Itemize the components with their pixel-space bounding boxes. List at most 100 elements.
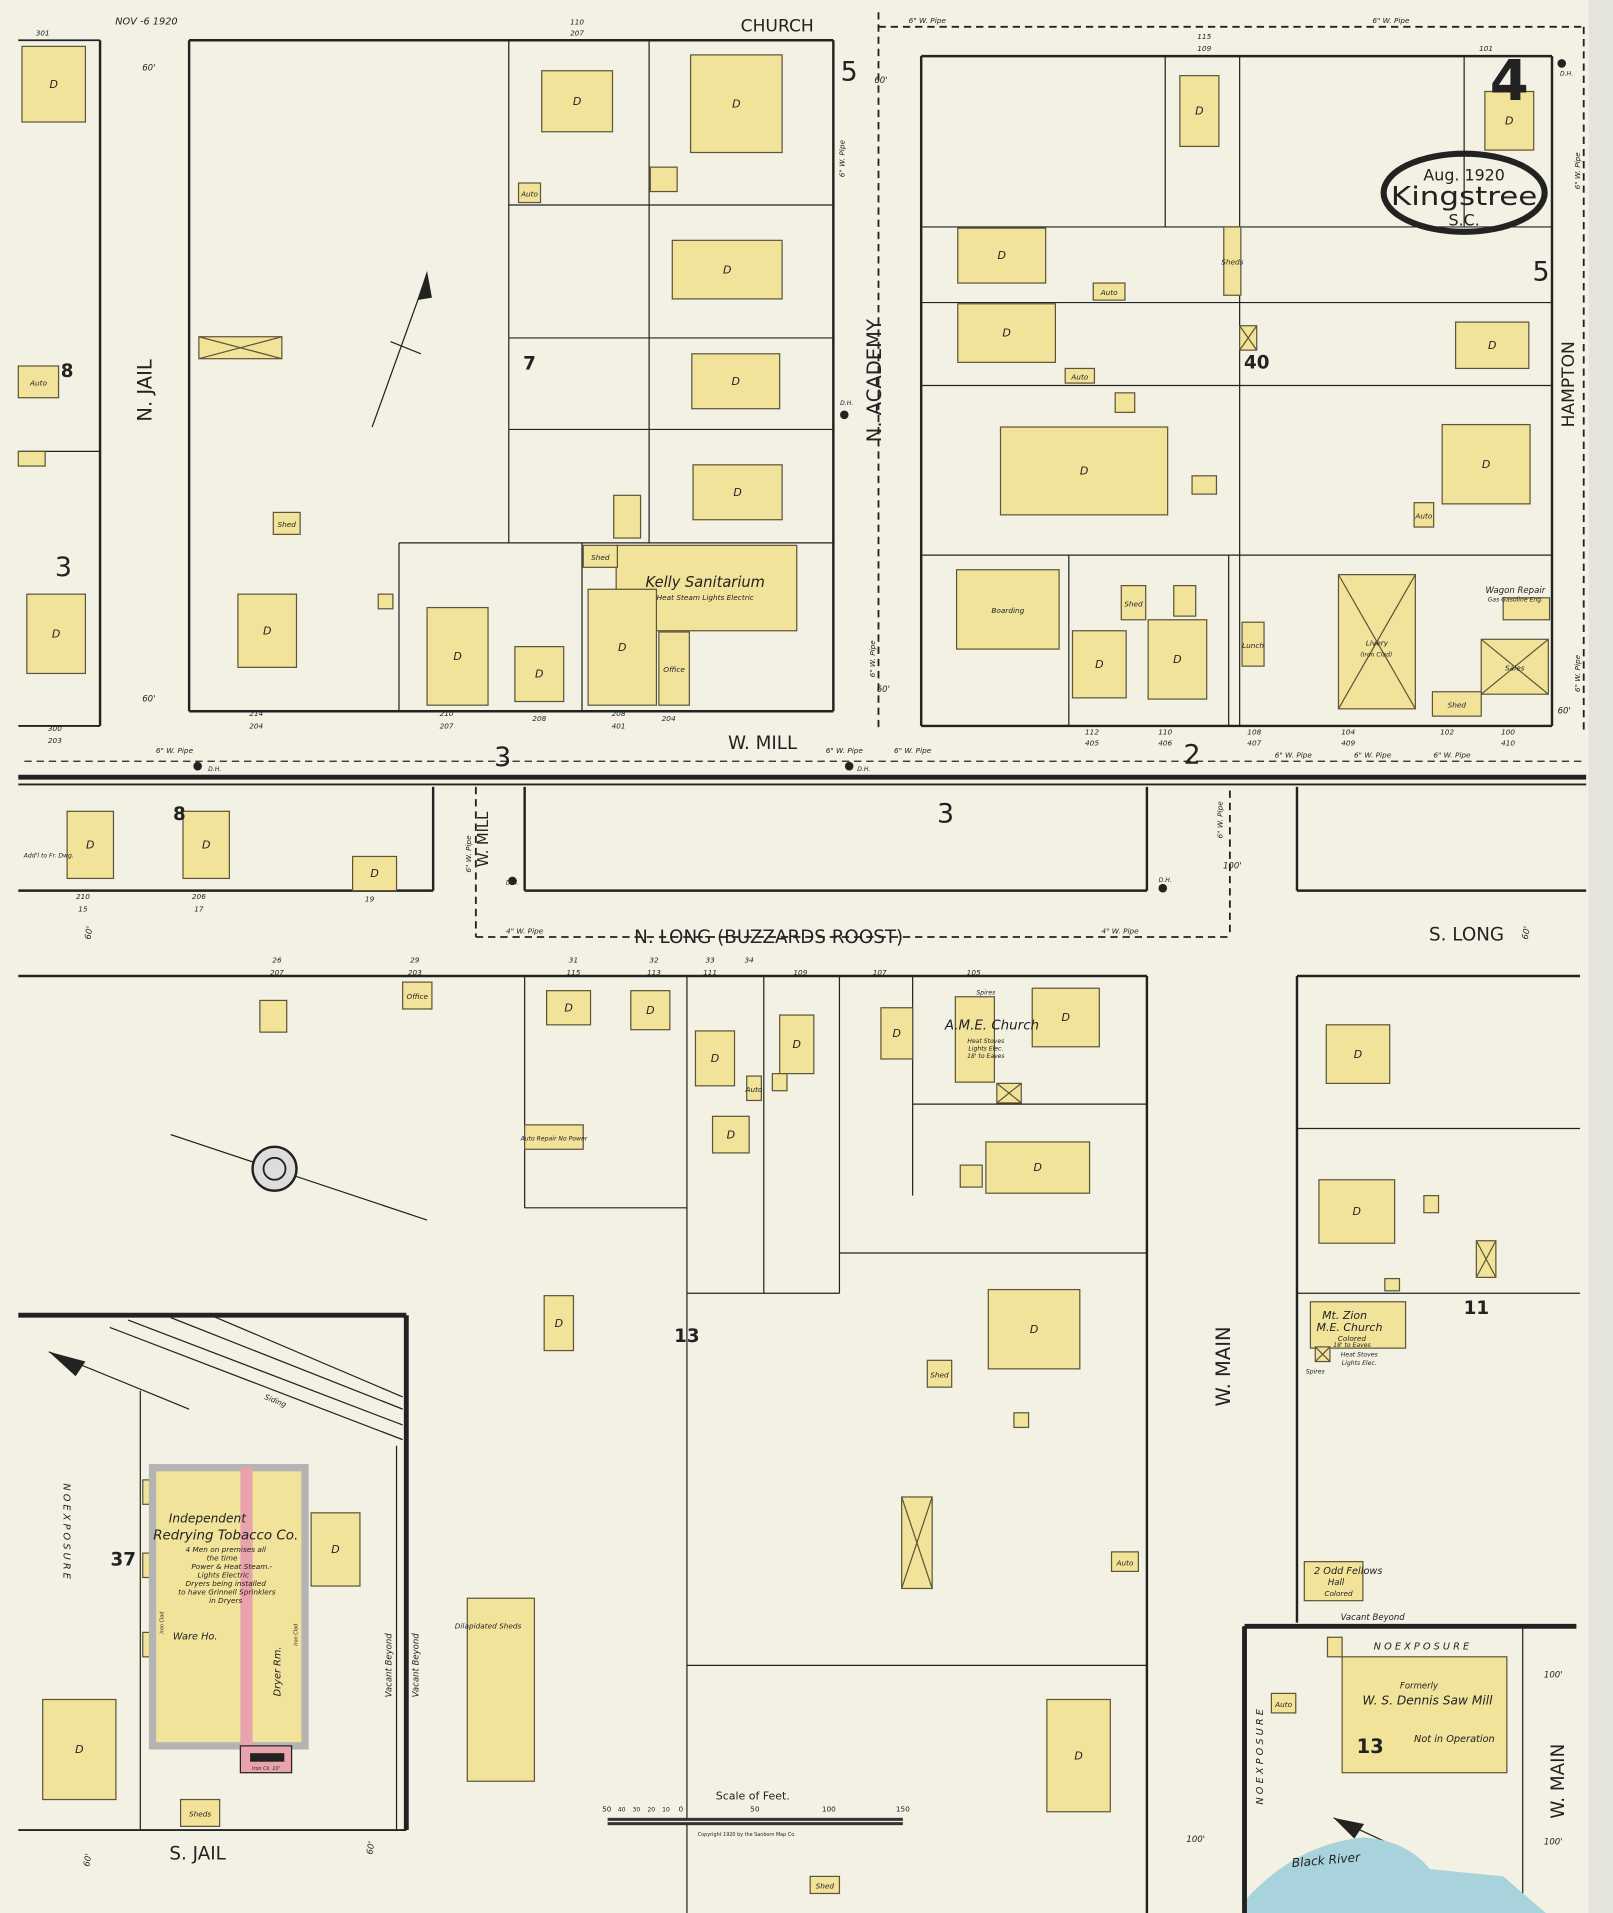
label-addresses-6: 204 — [249, 721, 263, 730]
label-notes-wagon-detail: Gas Gasoline Eng. — [1488, 596, 1543, 603]
label-hydrant: D.H. — [1159, 877, 1172, 884]
building-label: Auto — [745, 1085, 764, 1094]
building-outbuilding — [1309, 1301, 1407, 1349]
compass-rose-icon — [251, 1145, 298, 1192]
building-label: D — [49, 78, 57, 91]
label-streets-hampton: HAMPTON — [1559, 341, 1579, 427]
building-auto — [1092, 282, 1126, 301]
label-notes-tobacco-lines-1: the time — [207, 1553, 238, 1562]
label-block-numbers-11: 11 — [1464, 1298, 1489, 1319]
north-arrow-icon — [48, 1351, 86, 1377]
building-outbuilding — [1013, 1412, 1030, 1429]
building-lunch — [1241, 621, 1265, 667]
label-notes-vacant-beyond: Vacant Beyond — [1341, 1613, 1406, 1623]
building-dwelling — [957, 227, 1047, 284]
label-addresses-8: 207 — [440, 721, 454, 730]
sheet-number: 4 — [1490, 49, 1529, 114]
label-addresses-15: 110 — [1158, 727, 1172, 736]
building-label: Sheds — [189, 1810, 211, 1819]
label-notes-tobacco-lines-4: Dryers being installed — [186, 1579, 267, 1588]
label-addresses-40: 109 — [793, 968, 807, 977]
lot-line — [170, 1317, 403, 1410]
building-label: D — [1074, 1749, 1082, 1762]
label-pipes-six: 6" W. Pipe — [1573, 152, 1582, 190]
street-and-lot-lines — [18, 12, 1587, 1913]
label-notes-mt-zion-detail-0: Heat Stoves — [1341, 1351, 1379, 1359]
building-label: D — [1488, 339, 1496, 352]
scale-tick-label: 50 — [750, 1805, 760, 1814]
building-label: Auto — [1070, 372, 1089, 381]
hatch-mark — [1475, 1240, 1497, 1278]
label-block-numbers-0: 5 — [841, 57, 858, 88]
label-pipes-six: 6" W. Pipe — [1433, 751, 1471, 760]
label-addresses-27: 17 — [194, 904, 204, 913]
hatch-mark — [1480, 638, 1549, 695]
label-streets-w-main: W. MAIN — [1212, 1326, 1235, 1406]
building-auto — [17, 365, 60, 399]
building-auto — [1110, 1551, 1139, 1573]
label-addresses-7: 210 — [440, 709, 454, 718]
building-auto — [746, 1075, 762, 1102]
building-dwelling — [541, 70, 614, 133]
building-label: Office — [663, 665, 685, 674]
label-dimensions-sixty: 60' — [142, 64, 155, 74]
label-addresses-35: 32 — [649, 956, 659, 965]
label-hydrant: D.H. — [840, 400, 853, 407]
building-label: D — [573, 95, 581, 108]
label-block-numbers-1: 5 — [1532, 257, 1549, 288]
building-auto — [1270, 1692, 1297, 1714]
building-label: Shed — [1124, 599, 1143, 608]
label-addresses-17: 108 — [1247, 727, 1261, 736]
label-notes-tobacco-ware: Ware Ho. — [173, 1632, 218, 1643]
label-notes-tobacco-iron-ck: Iron Ck. 10' — [252, 1766, 280, 1772]
label-notes-odd-fellows-0: 2 Odd Fellows — [1314, 1566, 1383, 1577]
label-notes-tobacco-lines-5: to have Grinnell Sprinklers — [178, 1588, 276, 1597]
building-outbuilding — [377, 593, 394, 610]
label-notes-vacant-beyond: Vacant Beyond — [412, 1633, 422, 1698]
label-block-numbers-5: 40 — [1244, 352, 1269, 373]
label-notes-no-exposure: N O E X P O S U R E — [1374, 1641, 1470, 1652]
building-auto_repair — [524, 1124, 584, 1150]
label-notes-ame-name: A.M.E. Church — [944, 1019, 1039, 1034]
label-notes-tobacco-lines-3: Lights Electric — [198, 1570, 249, 1579]
building-dwelling — [237, 593, 298, 668]
building-dwelling — [42, 1698, 117, 1801]
label-pipes-six: 6" W. Pipe — [909, 16, 947, 25]
black-river — [1246, 1837, 1546, 1913]
building-auto — [1064, 367, 1096, 384]
building-outbuilding — [1384, 1277, 1401, 1292]
boiler-icon — [250, 1753, 285, 1762]
hatch-mark — [996, 1082, 1022, 1104]
building-dwelling — [310, 1512, 361, 1587]
label-block-numbers-10: 13 — [674, 1326, 699, 1347]
building-shed — [809, 1875, 841, 1895]
building-dwelling — [694, 1030, 736, 1087]
label-pipes-six: 6" W. Pipe — [1354, 751, 1392, 760]
label-addresses-18: 407 — [1247, 738, 1261, 747]
label-addresses-3: 109 — [1197, 44, 1211, 53]
label-dimensions-sixty: 60' — [365, 1841, 377, 1856]
building-label: Auto — [1414, 512, 1433, 521]
label-streets-s-long: S. LONG — [1429, 925, 1504, 946]
building-dwelling — [543, 1295, 575, 1352]
building-label: Boarding — [991, 606, 1024, 615]
label-dimensions-hundred: 100' — [1544, 1838, 1563, 1848]
label-dimensions-hundred: 100' — [1186, 1835, 1205, 1845]
label-pipes-six: 6" W. Pipe — [1573, 654, 1582, 692]
label-addresses-33: 31 — [569, 956, 578, 965]
label-dimensions-sixty: 60' — [142, 695, 155, 705]
scale-tick-label: 0 — [678, 1805, 683, 1814]
building-dwelling — [1031, 987, 1100, 1048]
building-label: D — [646, 1004, 654, 1017]
tobacco-warehouse — [148, 1464, 309, 1750]
building-outbuilding — [959, 1164, 983, 1188]
label-addresses-38: 111 — [703, 968, 717, 977]
label-addresses-28: 19 — [365, 895, 375, 904]
scale-tick-label: 10 — [662, 1807, 670, 1814]
label-hydrant: D.H. — [1560, 71, 1573, 78]
label-pipes-six: 6" W. Pipe — [894, 746, 932, 755]
label-dimensions-sixty: 60' — [877, 685, 890, 695]
label-notes-vacant-beyond: Vacant Beyond — [385, 1633, 395, 1698]
